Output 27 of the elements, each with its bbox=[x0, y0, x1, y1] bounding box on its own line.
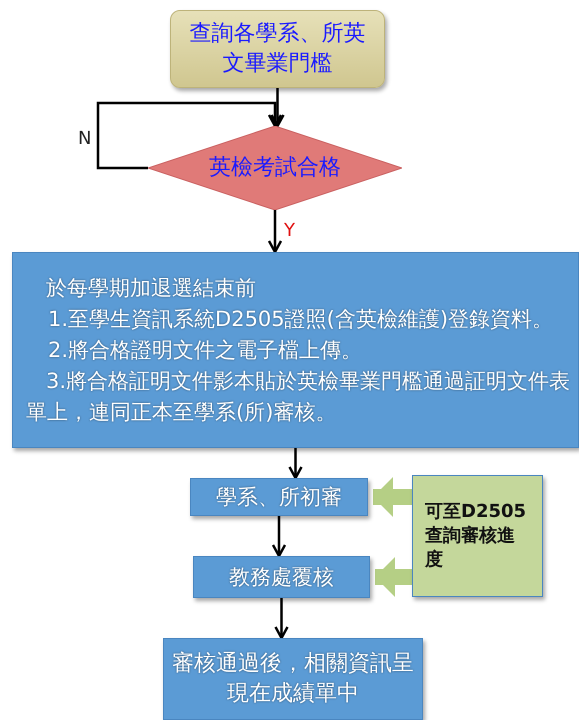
process-box bbox=[190, 478, 368, 516]
step-text: 2.將合格證明文件之電子檔上傳。 bbox=[47, 336, 364, 364]
arrow bbox=[272, 516, 286, 558]
step-text: 3.將合格証明文件影本貼於英檢畢業門檻通過証明文件表單上，連同正本至學系(所)審核。 bbox=[25, 368, 572, 426]
step-text: 1.至學生資訊系統D2505證照(含英檢維護)登錄資料。 bbox=[47, 306, 554, 332]
arrow bbox=[274, 598, 289, 640]
block-arrow bbox=[373, 477, 412, 517]
node-text: 審核通過後，相關資訊呈現在成績單中 bbox=[172, 650, 414, 708]
loop-arrow bbox=[96, 102, 282, 170]
process-box bbox=[12, 252, 579, 448]
edge-label: Y bbox=[284, 220, 295, 241]
edge-label: N bbox=[78, 128, 92, 149]
start-box bbox=[170, 10, 385, 88]
node-text: 學系、所初審 bbox=[215, 484, 343, 511]
node-text: 英檢考試合格 bbox=[208, 154, 342, 182]
decision-diamond bbox=[148, 126, 402, 210]
arrow bbox=[288, 448, 303, 480]
block-arrow bbox=[375, 557, 412, 597]
node-text: 查詢各學系、所英文畢業門檻 bbox=[188, 20, 366, 78]
node-text: 教務處覆核 bbox=[228, 564, 335, 591]
process-box bbox=[193, 556, 370, 598]
arrow bbox=[270, 88, 285, 128]
process-box bbox=[163, 638, 423, 720]
step-text: 於每學期加退選結束前 bbox=[45, 274, 257, 302]
node-text: 可至D2505查詢審核進度 bbox=[425, 500, 528, 572]
arrow bbox=[268, 210, 282, 254]
note-box bbox=[412, 475, 543, 597]
